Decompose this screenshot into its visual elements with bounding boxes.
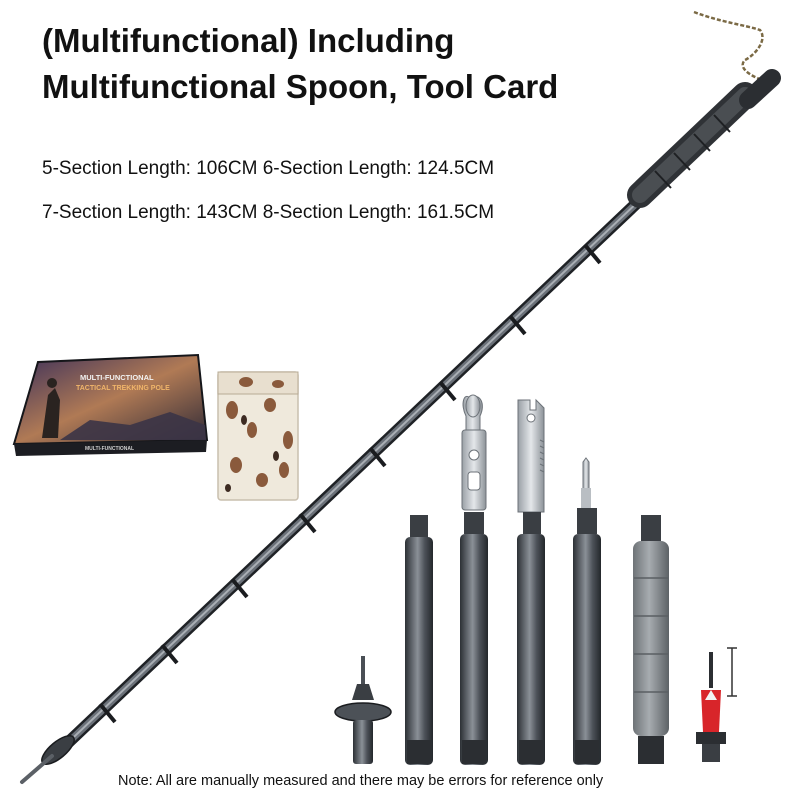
- camo-pouch: [217, 371, 299, 501]
- pole-sections: [334, 394, 737, 765]
- specs-line-2: 7-Section Length: 143CM 8-Section Length…: [42, 202, 495, 223]
- section-red-tip: [696, 647, 737, 762]
- specs-line-1: 5-Section Length: 106CM 6-Section Length…: [42, 158, 495, 179]
- section-gray-grip: [633, 515, 669, 764]
- box-bottom-label: MULTI-FUNCTIONAL: [85, 446, 134, 452]
- lanyard-cord: [693, 10, 769, 84]
- trekking-pole: [20, 10, 781, 784]
- title-line-2: Multifunctional Spoon, Tool Card: [42, 68, 559, 105]
- box-label-2: TACTICAL TREKKING POLE: [76, 385, 170, 392]
- section-tool-card: [517, 398, 545, 765]
- title-line-1: (Multifunctional) Including: [42, 22, 455, 59]
- red-tip-icon: [701, 690, 721, 732]
- length-specs: 5-Section Length: 106CM 6-Section Length…: [42, 147, 494, 235]
- section-tip-basket: [334, 656, 392, 764]
- section-spoon: [460, 394, 488, 765]
- section-screwdriver: [573, 457, 601, 765]
- box-label-1: MULTI-FUNCTIONAL: [80, 373, 154, 382]
- measurement-note: Note: All are manually measured and ther…: [118, 773, 604, 789]
- product-title: (Multifunctional) Including Multifunctio…: [42, 18, 602, 110]
- section-plain: [405, 515, 433, 765]
- product-box: MULTI-FUNCTIONAL TACTICAL TREKKING POLE …: [12, 353, 209, 456]
